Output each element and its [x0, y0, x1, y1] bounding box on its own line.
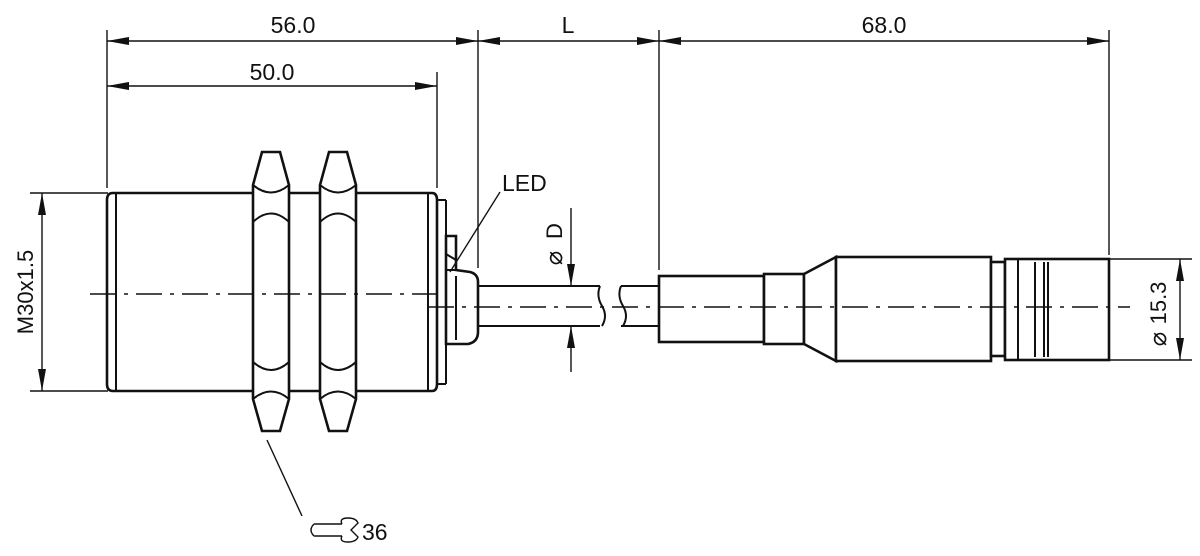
diameter-symbol: ⌀	[541, 251, 568, 265]
dimension-label-L: L	[562, 12, 575, 38]
dimension-label-thread: M30x1.5	[13, 250, 38, 334]
dimension-label-connector-diameter: 15.3	[1146, 282, 1171, 325]
dimension-label-50: 50.0	[250, 59, 295, 85]
dimension-thread: M30x1.5	[13, 193, 46, 391]
led-label: LED	[502, 170, 547, 196]
hex-nut	[251, 150, 291, 433]
led-callout: LED	[449, 170, 547, 273]
dimension-cable-diameter: ⌀ D	[541, 208, 575, 372]
dimension-L: L	[478, 12, 659, 45]
dimension-label-56: 56.0	[271, 12, 316, 38]
wrench-callout: 36	[266, 439, 388, 545]
hex-nut	[318, 150, 358, 433]
dimension-56: 56.0	[107, 12, 478, 45]
wrench-icon	[310, 517, 359, 543]
cable	[478, 285, 659, 327]
wrench-size-label: 36	[362, 519, 388, 545]
dimension-connector-diameter: ⌀ 15.3	[1145, 259, 1184, 360]
dimension-50: 50.0	[107, 59, 437, 90]
diameter-symbol: ⌀	[1145, 332, 1172, 346]
dimension-68: 68.0	[659, 12, 1109, 45]
dimension-label-cable-diameter: D	[542, 223, 567, 239]
connector	[657, 254, 1111, 364]
dimension-label-68: 68.0	[862, 12, 907, 38]
